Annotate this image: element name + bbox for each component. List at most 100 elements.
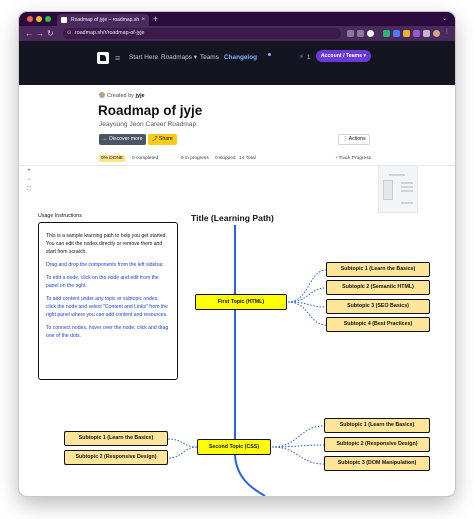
profile-avatar[interactable] — [433, 30, 440, 37]
connector-line — [271, 444, 325, 448]
site-header: ≡ Start Here Roadmaps ▾ Teams Changelog … — [19, 41, 455, 85]
dotted-connectors — [167, 269, 327, 465]
extension-blue-icon[interactable] — [393, 30, 400, 37]
connector-line — [167, 438, 198, 448]
zoom-in-button[interactable]: + — [27, 168, 31, 174]
main-path-continuation — [234, 455, 266, 496]
page-subtitle: Jeayoung Jeon Career Roadmap — [99, 121, 197, 128]
streak-count: 1 — [307, 55, 311, 61]
instruction-paragraph: To connect nodes, hover over the node, c… — [46, 325, 169, 339]
share-label: Share — [158, 136, 173, 142]
connector-line — [287, 301, 327, 326]
minimap-node — [401, 186, 413, 188]
subtopic-node[interactable]: Subtopic 3 (DOM Manipulation) — [324, 456, 430, 471]
share-icon: ⤴ — [152, 136, 158, 142]
usage-instructions: Usage Instructions This is a sample lear… — [38, 212, 178, 382]
close-window-icon[interactable] — [27, 16, 33, 22]
browser-tab-active[interactable]: Roadmap of jyje – roadmap.sh × — [57, 14, 149, 26]
nav-start-here[interactable]: Start Here — [129, 54, 159, 61]
new-indicator-dot — [268, 53, 271, 56]
connector-line — [271, 446, 325, 465]
header-divider — [19, 165, 455, 166]
nav-teams[interactable]: Teams — [200, 54, 219, 61]
connector-line — [167, 446, 198, 459]
back-button[interactable]: ← — [25, 29, 33, 38]
fit-view-button[interactable]: ⛶ — [27, 186, 31, 192]
minimap-node — [401, 190, 413, 192]
subtopic-node[interactable]: Subtopic 2 (Responsive Design) — [64, 450, 168, 465]
subtopic-node[interactable]: Subtopic 3 (SEO Basics) — [326, 299, 430, 314]
roadmap-favicon-icon — [61, 17, 67, 23]
usage-instructions-box[interactable]: This is a sample learning path to help y… — [38, 222, 178, 380]
discover-more-button[interactable]: ← Discover more — [99, 134, 146, 145]
site-info-icon[interactable]: ⊙ — [67, 30, 72, 36]
address-bar[interactable]: ⊙ roadmap.sh/r/roadmap-of-jyje — [63, 28, 341, 39]
connector-line — [271, 425, 325, 448]
actions-button[interactable]: ⋮ Actions — [338, 134, 370, 145]
new-tab-button[interactable]: + — [153, 14, 159, 24]
minimize-window-icon[interactable] — [36, 16, 42, 22]
subtopic-node[interactable]: Subtopic 2 (Semantic HTML) — [326, 280, 430, 295]
zoom-out-button[interactable]: − — [27, 177, 31, 183]
creator-name[interactable]: jyje — [135, 93, 145, 99]
install-app-icon[interactable] — [347, 30, 354, 37]
subtopic-node[interactable]: Subtopic 1 (Learn the Basics) — [326, 262, 430, 277]
menu-icon[interactable]: ≡ — [115, 53, 121, 63]
minimap[interactable] — [378, 165, 418, 213]
subtopic-node[interactable]: Subtopic 1 (Learn the Basics) — [64, 431, 168, 446]
streak-bolt-icon[interactable]: ⚡ — [299, 54, 304, 61]
extension-yellow-icon[interactable] — [403, 30, 410, 37]
browser-window: Roadmap of jyje – roadmap.sh × + ⌄ ← → ↻… — [19, 12, 455, 496]
connector-line — [287, 301, 327, 308]
usage-instructions-label: Usage Instructions — [38, 213, 82, 219]
page-title: Roadmap of jyje — [98, 103, 203, 118]
reload-button[interactable]: ↻ — [47, 29, 54, 38]
forward-button[interactable]: → — [36, 29, 44, 38]
instruction-paragraph: Drag and drop the components from the le… — [46, 262, 164, 268]
browser-menu-icon[interactable]: ⋮ — [444, 29, 450, 35]
progress-in-progress: 0 in progress — [181, 156, 209, 161]
connector-line — [287, 287, 327, 303]
extensions-puzzle-icon[interactable] — [423, 30, 430, 37]
roadmap-logo[interactable] — [97, 52, 109, 64]
subtopic-node[interactable]: Subtopic 2 (Responsive Design) — [324, 437, 430, 452]
topic-node-html[interactable]: First Topic (HTML) — [195, 294, 287, 310]
maximize-window-icon[interactable] — [45, 16, 51, 22]
progress-completed: 0 completed — [132, 156, 159, 161]
account-teams-button[interactable]: Account / Teams ▾ — [316, 50, 371, 62]
connector-line — [287, 269, 327, 303]
subtopic-node[interactable]: Subtopic 1 (Learn the Basics) — [324, 418, 430, 433]
created-by-label: Created by — [107, 93, 134, 99]
node-connectors — [167, 269, 327, 496]
instruction-paragraph: This is a sample learning path to help y… — [46, 233, 167, 255]
tab-close-icon[interactable]: × — [141, 17, 145, 23]
canvas-title[interactable]: Title (Learning Path) — [191, 213, 274, 223]
minimap-node — [401, 182, 413, 184]
main-path-line — [234, 225, 236, 456]
bookmark-star-icon[interactable] — [367, 30, 374, 37]
nav-roadmaps[interactable]: Roadmaps ▾ — [161, 53, 197, 63]
minimap-node — [389, 174, 405, 176]
share-page-icon[interactable] — [357, 30, 364, 37]
track-progress-icon: ◔ — [334, 156, 338, 161]
minimap-node — [401, 202, 413, 204]
browser-tab-bar: Roadmap of jyje – roadmap.sh × + ⌄ — [19, 12, 455, 26]
progress-skipped: 0 skipped — [215, 156, 236, 161]
progress-bar-row: 0% DONE 0 completed 0 in progress 0 skip… — [99, 154, 371, 163]
minimap-node — [383, 180, 393, 200]
progress-done-badge: 0% DONE — [99, 155, 126, 162]
topic-node-css[interactable]: Second Topic (CSS) — [197, 439, 271, 455]
nav-roadmaps-label: Roadmaps — [161, 54, 192, 61]
creator-avatar — [99, 92, 105, 98]
track-progress-label: Track Progress — [338, 156, 371, 161]
instruction-paragraph: To add content under any topic or subtop… — [46, 296, 168, 318]
browser-toolbar: ← → ↻ ⊙ roadmap.sh/r/roadmap-of-jyje ⋮ — [19, 26, 455, 41]
extension-purple-icon[interactable] — [413, 30, 420, 37]
subtopic-node[interactable]: Subtopic 4 (Best Practices) — [326, 317, 430, 332]
extension-green-icon[interactable] — [383, 30, 390, 37]
track-progress-button[interactable]: ◔ Track Progress — [335, 155, 372, 162]
tab-title: Roadmap of jyje – roadmap.sh — [71, 17, 140, 23]
share-button[interactable]: ⤴ Share — [148, 134, 177, 145]
nav-changelog[interactable]: Changelog — [224, 54, 258, 61]
tab-list-chevron-icon[interactable]: ⌄ — [441, 16, 447, 22]
